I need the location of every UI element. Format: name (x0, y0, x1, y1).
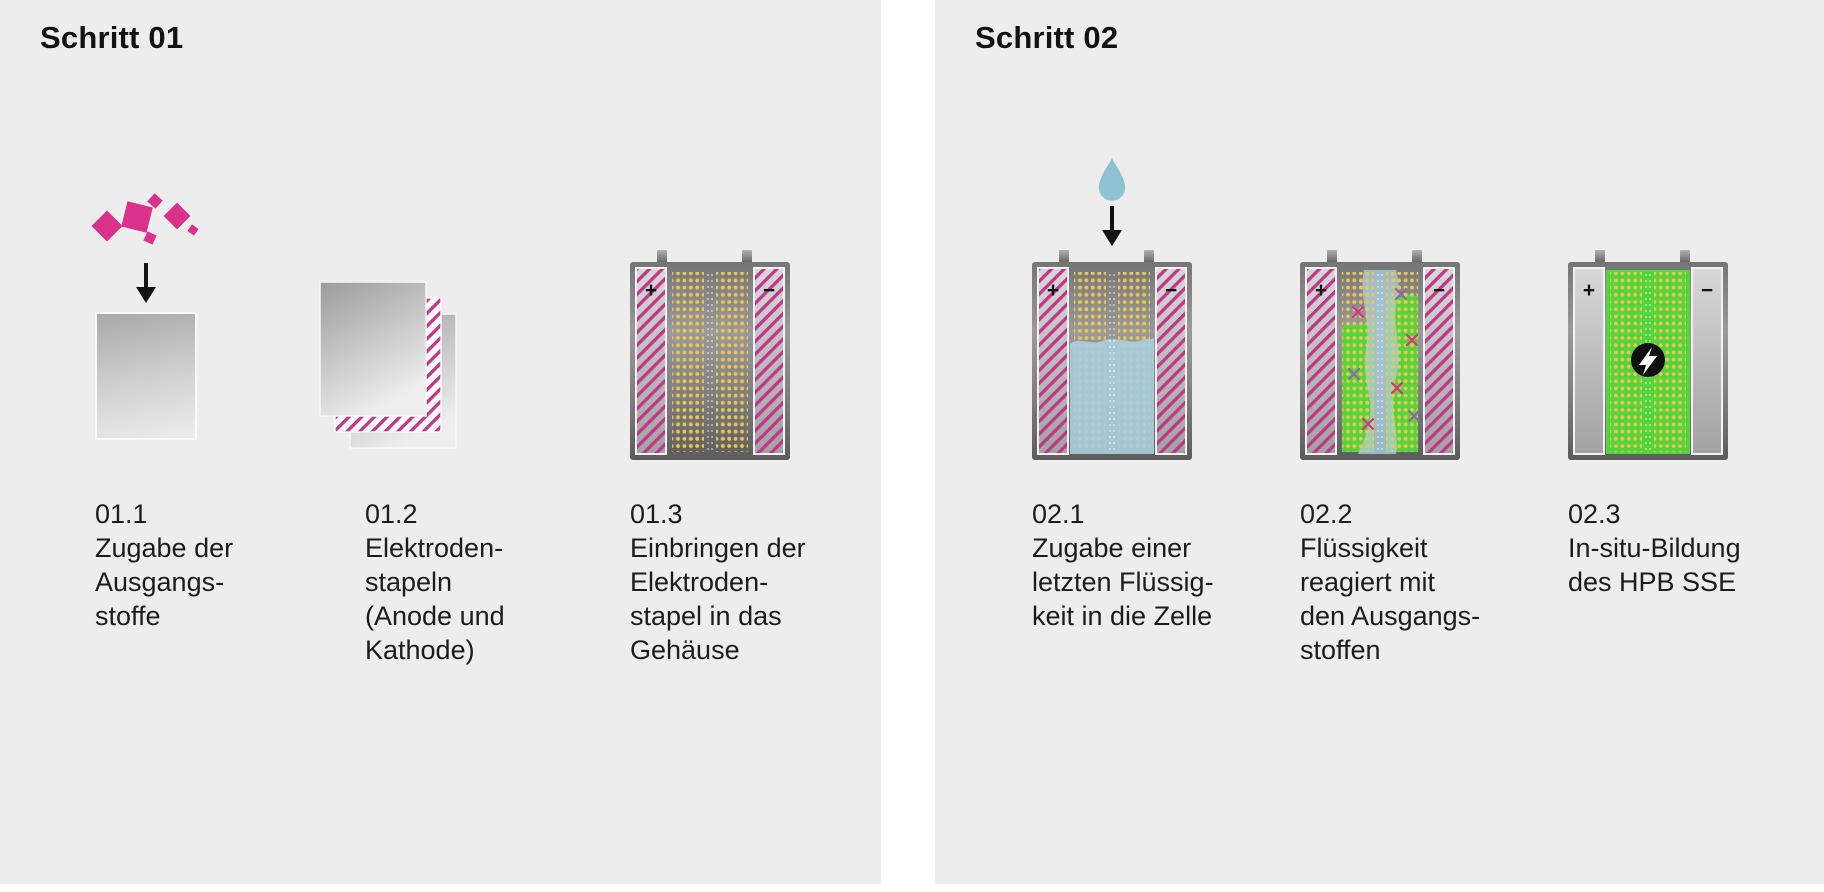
lightning-bolt-icon (1631, 343, 1665, 377)
panel-title-step-02: Schritt 02 (975, 20, 1119, 55)
raw-material-particles-icon (91, 193, 199, 245)
panel-title-step-01: Schritt 01 (40, 20, 184, 55)
cell-housing (630, 262, 790, 460)
minus-terminal-label: − (1165, 279, 1177, 302)
electrode-stack-illustration (319, 281, 457, 449)
minus-terminal-label: − (1701, 279, 1713, 302)
caption-step-02-1: 02.1 Zugabe einer letzten Flüssig- keit … (1032, 497, 1297, 633)
cathode-electrode-column (1691, 267, 1723, 455)
caption-step-02-2: 02.2 Flüssigkeit reagiert mit den Ausgan… (1300, 497, 1565, 667)
terminal-post (1595, 250, 1605, 264)
anode-electrode-column (1573, 267, 1605, 455)
step-caption: Elektroden- stapeln (Anode und Kathode) (365, 533, 505, 665)
down-arrow-icon (136, 263, 156, 303)
plus-terminal-label: + (645, 279, 657, 302)
cathode-electrode-column (753, 267, 785, 455)
cathode-sheet (319, 281, 427, 417)
anode-electrode-column (635, 267, 667, 455)
step-number: 02.2 (1300, 499, 1353, 529)
down-arrow-icon (1102, 206, 1122, 246)
caption-step-01-1: 01.1 Zugabe der Ausgangs- stoffe (95, 497, 360, 633)
reaction-sparks-icon (1347, 287, 1421, 431)
droplet-icon (1098, 158, 1126, 201)
battery-cell-illustration-step-2-3: + − (1568, 250, 1728, 460)
step-caption: In-situ-Bildung des HPB SSE (1568, 533, 1741, 597)
step-caption: Einbringen der Elektroden- stapel in das… (630, 533, 806, 665)
battery-cell-illustration-step-1-3: + − (630, 250, 790, 460)
step-number: 02.3 (1568, 499, 1621, 529)
electrolyte-liquid (1070, 338, 1154, 454)
terminal-post (1327, 250, 1337, 264)
battery-cell-illustration-step-2-2: + − (1300, 250, 1460, 460)
minus-terminal-label: − (1433, 279, 1445, 302)
terminal-post (1059, 250, 1069, 264)
terminal-post (1680, 250, 1690, 264)
minus-terminal-label: − (763, 279, 775, 302)
terminal-post (1144, 250, 1154, 264)
substrate-box (95, 312, 197, 440)
powder-column (716, 272, 748, 452)
caption-step-02-3: 02.3 In-situ-Bildung des HPB SSE (1568, 497, 1824, 599)
step-caption: Zugabe der Ausgangs- stoffe (95, 533, 234, 631)
terminal-post (1412, 250, 1422, 264)
step-number: 01.2 (365, 499, 418, 529)
step-number: 01.3 (630, 499, 683, 529)
step-number: 02.1 (1032, 499, 1085, 529)
caption-step-01-2: 01.2 Elektroden- stapeln (Anode und Kath… (365, 497, 630, 667)
step-caption: Zugabe einer letzten Flüssig- keit in di… (1032, 533, 1214, 631)
cathode-electrode-column (1423, 267, 1455, 455)
anode-electrode-column (1037, 267, 1069, 455)
plus-terminal-label: + (1315, 279, 1327, 302)
terminal-post (742, 250, 752, 264)
step-caption: Flüssigkeit reagiert mit den Ausgangs- s… (1300, 533, 1481, 665)
battery-cell-illustration-step-2-1: + − (1032, 250, 1192, 460)
terminal-post (657, 250, 667, 264)
caption-step-01-3: 01.3 Einbringen der Elektroden- stapel i… (630, 497, 895, 667)
powder-column (672, 272, 704, 452)
powder-column (1386, 272, 1418, 452)
anode-electrode-column (1305, 267, 1337, 455)
step-number: 01.1 (95, 499, 148, 529)
plus-terminal-label: + (1583, 279, 1595, 302)
plus-terminal-label: + (1047, 279, 1059, 302)
cathode-electrode-column (1155, 267, 1187, 455)
